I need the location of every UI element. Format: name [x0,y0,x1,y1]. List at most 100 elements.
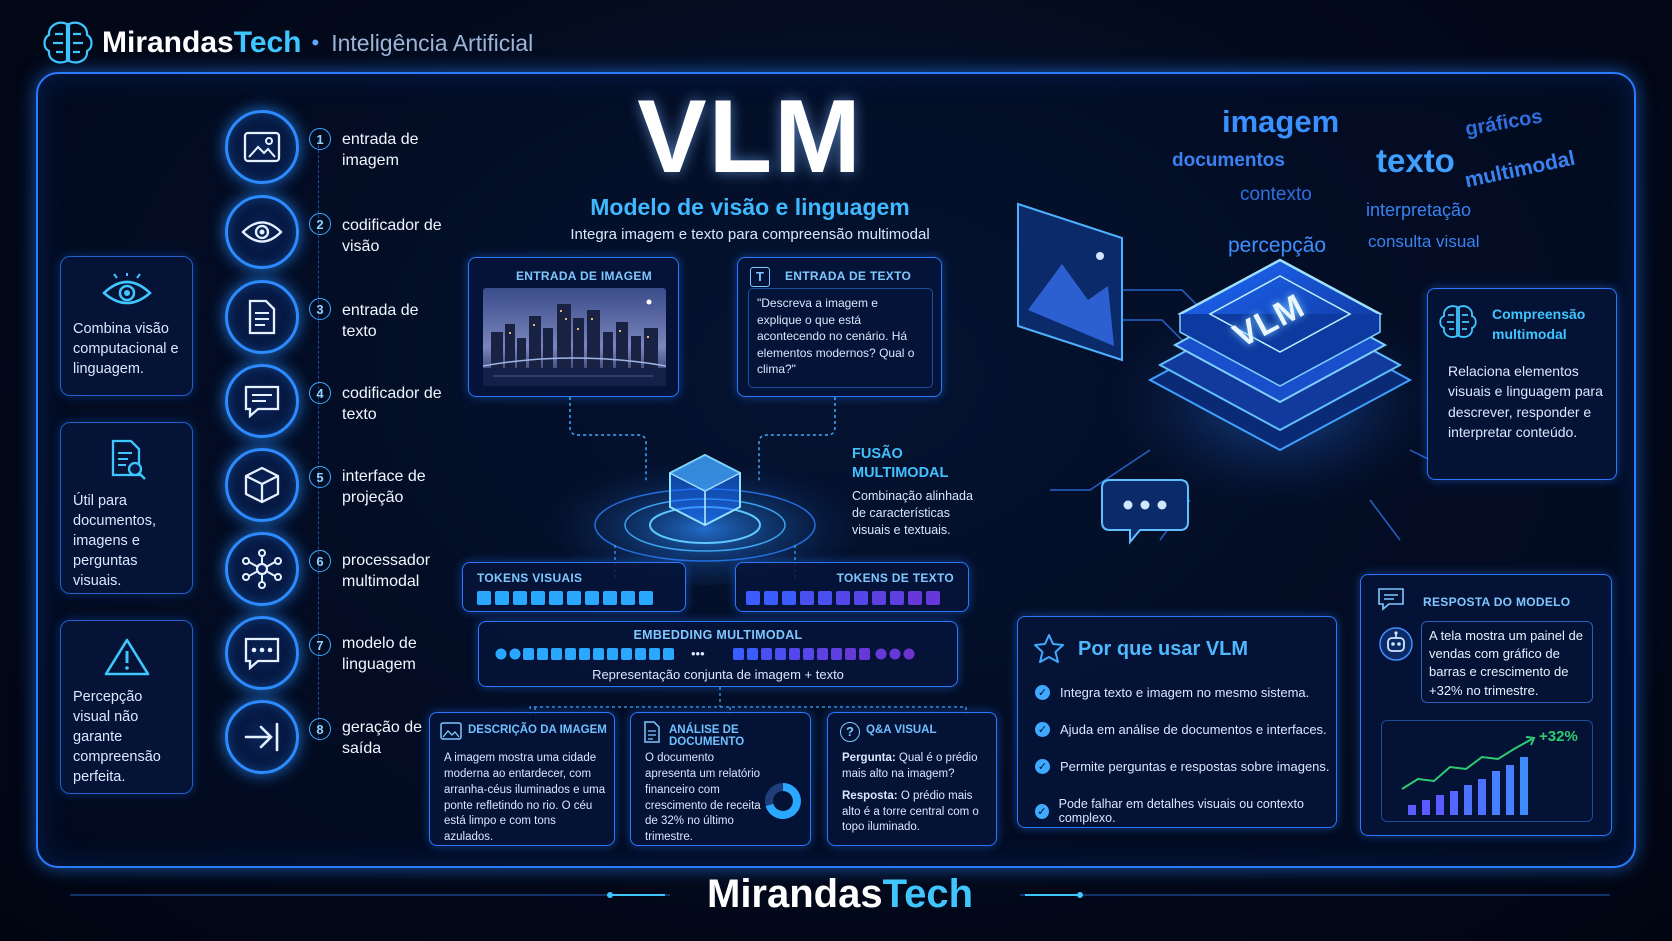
card-text: Relaciona elementos visuais e linguagem … [1448,363,1603,440]
qa-content: Pergunta: Qual é o prédio mais alto na i… [842,752,979,834]
step-number: 3 [309,298,331,320]
why-title: Por que usar VLM [1078,638,1249,660]
page-title: VLM [637,79,863,195]
brain-logo-icon [43,21,93,64]
step-label: modelo de linguagem [342,635,417,673]
card-text: A imagem mostra uma cidade moderna ao en… [444,752,606,844]
chat-text-icon [244,385,280,418]
page-subtitle: Modelo de visão e linguagem [590,194,910,220]
footer-brand: MirandasTech [707,872,973,916]
cube-icon [244,466,280,504]
visual-tokens-label: TOKENS VISUAIS [477,571,583,585]
step-circle-1 [225,110,299,184]
step-number: 8 [309,718,331,740]
visual-qa-card: ? Q&A VISUAL Pergunta: Qual é o prédio m… [827,712,997,846]
text-input-title: ENTRADA DE TEXTO [785,269,912,283]
step-number: 4 [309,382,331,404]
check-icon: ✓ [1035,685,1050,700]
why-item: ✓Pode falhar em detalhes visuais ou cont… [1035,797,1336,825]
warning-icon [104,638,149,676]
step-label: processador multimodal [342,552,431,590]
response-text: A tela mostra um painel de vendas com gr… [1421,621,1593,703]
word-cloud-item: texto [1376,142,1455,179]
why-item: ✓Ajuda em análise de documentos e interf… [1035,722,1327,737]
eye-icon [101,273,152,305]
step-number: 1 [309,128,331,150]
document-icon [644,721,660,743]
robot-avatar-icon [1379,627,1413,661]
image-icon [243,131,281,163]
step-number: 2 [309,213,331,235]
word-cloud-item: contexto [1240,184,1312,205]
document-search-icon [111,439,146,480]
image-icon [440,722,462,740]
card-title: ANÁLISE DE DOCUMENTO [669,724,745,748]
text-token-row [746,591,944,610]
network-icon [242,549,282,589]
star-icon [1034,634,1064,663]
step-circle-3 [225,280,299,354]
text-input-content: "Descreva a imagem e explique o que está… [748,288,933,388]
pipeline-line [318,140,319,740]
vlm-chip-graphic [1017,202,1430,545]
image-input-panel: ENTRADA DE IMAGEM [468,257,679,397]
step-label: codificador de texto [342,385,442,423]
footer-lines [70,892,1610,898]
why-item: ✓Integra texto e imagem no mesmo sistema… [1035,685,1309,700]
brand-separator: • [311,30,320,55]
embedding-title: EMBEDDING MULTIMODAL [633,628,803,642]
word-cloud-item: imagem [1222,104,1340,139]
donut-chart-icon [765,783,801,819]
step-number: 7 [309,634,331,656]
text-tokens-panel: TOKENS DE TEXTO [735,562,969,612]
info-card-text: Combina visão computacional e linguagem. [73,321,179,377]
step-circle-4 [225,364,299,438]
chat-text-icon [1378,588,1404,611]
info-card-text: Percepção visual não garante compreensão… [73,689,161,785]
word-cloud-item: interpretação [1366,200,1472,220]
word-cloud-item: percepção [1228,234,1327,257]
fusion-graphic [540,397,870,585]
step-circle-8 [225,700,299,774]
step-number: 6 [309,550,331,572]
question-icon: ? [840,722,860,742]
text-tokens-label: TOKENS DE TEXTO [836,571,954,585]
step-circle-6 [225,532,299,606]
output-connectors [529,687,967,715]
check-icon: ✓ [1035,722,1050,737]
image-description-card: DESCRIÇÃO DA IMAGEM A imagem mostra uma … [429,712,615,846]
step-circle-7 [225,616,299,690]
info-card-use-cases: Útil para documentos, imagens e pergunta… [60,422,193,594]
card-title: DESCRIÇÃO DA IMAGEM [468,724,607,736]
word-cloud-item: documentos [1172,150,1285,171]
model-response-panel: RESPOSTA DO MODELO A tela mostra um pain… [1360,574,1612,836]
info-card-warning: Percepção visual não garante compreensão… [60,620,193,794]
word-cloud-item: consulta visual [1368,232,1480,251]
arrow-right-icon [244,722,279,752]
response-title: RESPOSTA DO MODELO [1423,595,1571,609]
step-label: entrada de texto [342,302,419,340]
brain-icon [1439,305,1477,338]
page-description: Integra imagem e texto para compreensão … [570,226,930,243]
why-use-vlm-panel: Por que usar VLM ✓Integra texto e imagem… [1017,616,1337,828]
document-analysis-card: ANÁLISE DE DOCUMENTO O documento apresen… [630,712,811,846]
brand-subtitle: Inteligência Artificial [331,29,534,56]
step-label: codificador de visão [342,217,442,255]
step-circle-2 [225,195,299,269]
step-label: geração de saída [342,719,423,757]
info-card-vision-language: Combina visão computacional e linguagem. [60,256,193,396]
step-number: 5 [309,466,331,488]
text-t-icon: T [750,267,770,287]
why-item: ✓Permite perguntas e respostas sobre ima… [1035,759,1330,774]
visual-tokens-panel: TOKENS VISUAIS [462,562,686,612]
check-icon: ✓ [1035,803,1049,819]
sales-chart: +32% [1381,720,1593,822]
step-label: entrada de imagem [342,131,419,169]
card-text: O documento apresenta um relatório finan… [645,752,761,844]
embedding-token-row [495,648,915,660]
eye-icon [241,221,283,243]
step-circle-5 [225,448,299,522]
card-title: Q&A VISUAL [866,724,937,736]
growth-label: +32% [1539,728,1578,745]
